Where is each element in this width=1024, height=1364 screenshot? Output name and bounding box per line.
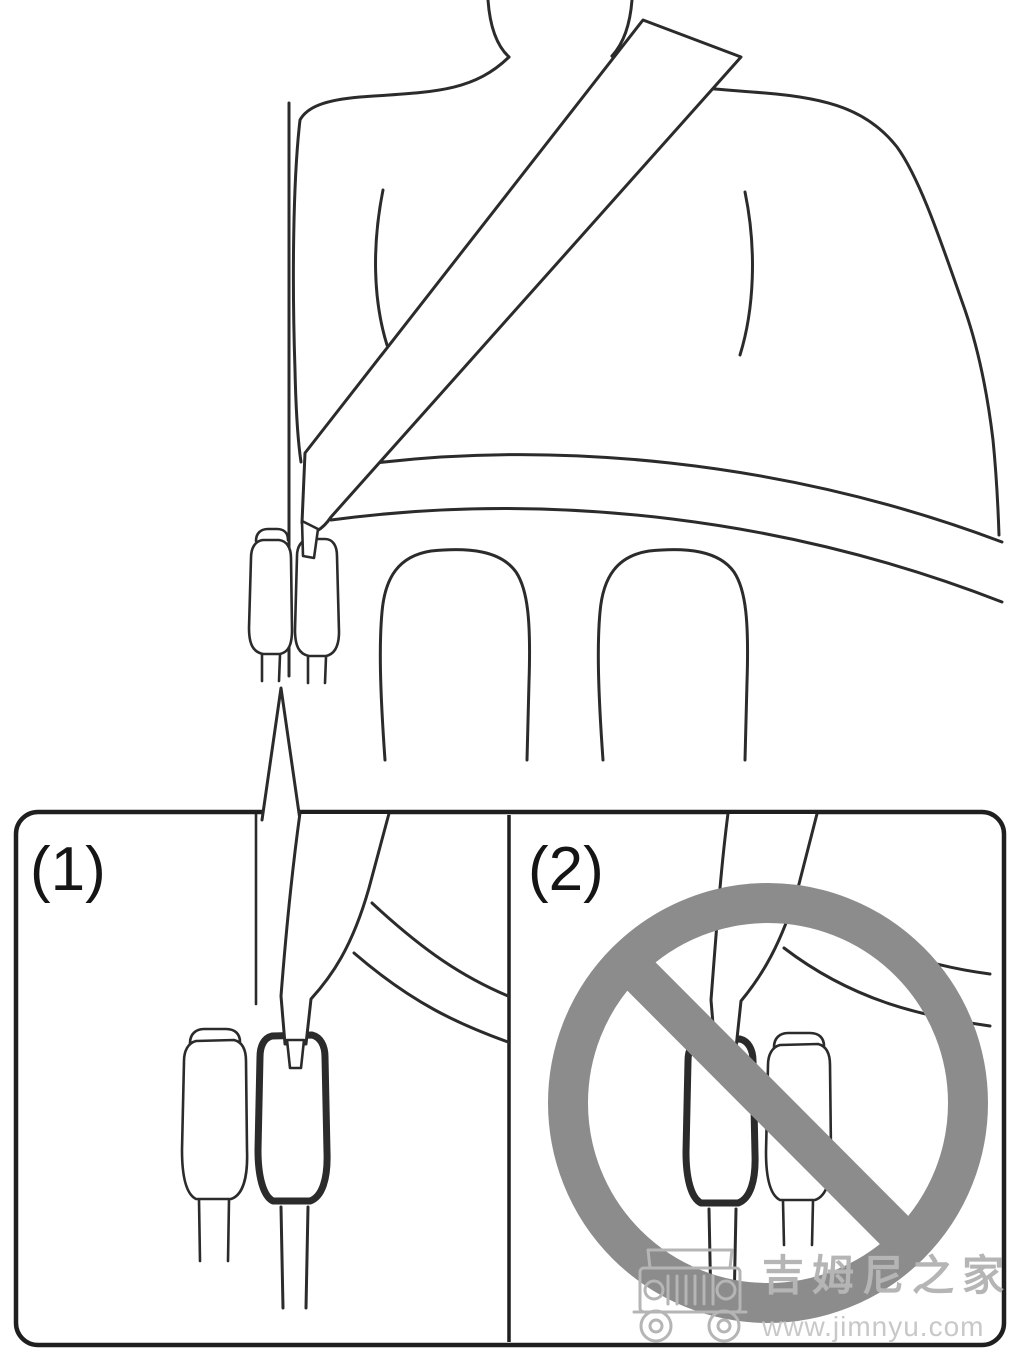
- right-buckle-strap: [306, 655, 328, 685]
- right-buckle: [293, 537, 341, 658]
- torso-left-outline: [291, 55, 511, 464]
- head-outline: [486, 0, 511, 59]
- lap-belt-lower-edge: [329, 507, 1004, 604]
- torso-right-outline: [610, 54, 1001, 537]
- left-buckle: [247, 538, 294, 656]
- other-buckle-strap: [781, 1199, 815, 1247]
- lap-belt-curve: [352, 951, 510, 1044]
- other-buckle-tab: [188, 1027, 242, 1045]
- arm-inner-left: [374, 188, 389, 347]
- watermark-brand: 吉姆尼之家: [762, 1252, 1012, 1299]
- prohibition-slash: [612, 947, 924, 1260]
- lap-belt-curve: [370, 901, 510, 998]
- other-buckle: [180, 1038, 249, 1201]
- other-buckle-tab: [772, 1031, 826, 1049]
- panel-1-label: (1): [30, 835, 106, 904]
- arm-inner-right: [738, 190, 754, 357]
- correct-buckle-strap: [279, 1205, 310, 1310]
- prohibition-circle: [548, 883, 988, 1323]
- panel-1-illustration: [180, 814, 510, 1310]
- lap-belt-upper-edge: [336, 453, 1004, 544]
- panel-2-label: (2): [528, 835, 604, 904]
- prohibition-icon: [548, 883, 988, 1323]
- shoulder-belt: [300, 18, 743, 560]
- figure-person-seatbelt: [287, 0, 1004, 762]
- latch-plate-detail: [285, 1038, 306, 1070]
- watermark-url: www.jimnyu.com: [761, 1311, 984, 1342]
- correct-buckle: [254, 1031, 331, 1205]
- left-buckle-strap: [260, 653, 282, 683]
- head-outline: [610, 0, 634, 58]
- watermark: 吉姆尼之家 www.jimnyu.com: [632, 1248, 1012, 1343]
- other-buckle-strap: [197, 1198, 231, 1263]
- seatbelt-buckles: [247, 527, 341, 685]
- seat-cushion-right: [596, 548, 750, 762]
- jeep-icon: [632, 1248, 748, 1343]
- seat-cushion-left: [378, 548, 532, 762]
- callout-triangle: [260, 686, 302, 822]
- latch-plate: [300, 519, 320, 560]
- left-buckle-tab: [254, 527, 290, 543]
